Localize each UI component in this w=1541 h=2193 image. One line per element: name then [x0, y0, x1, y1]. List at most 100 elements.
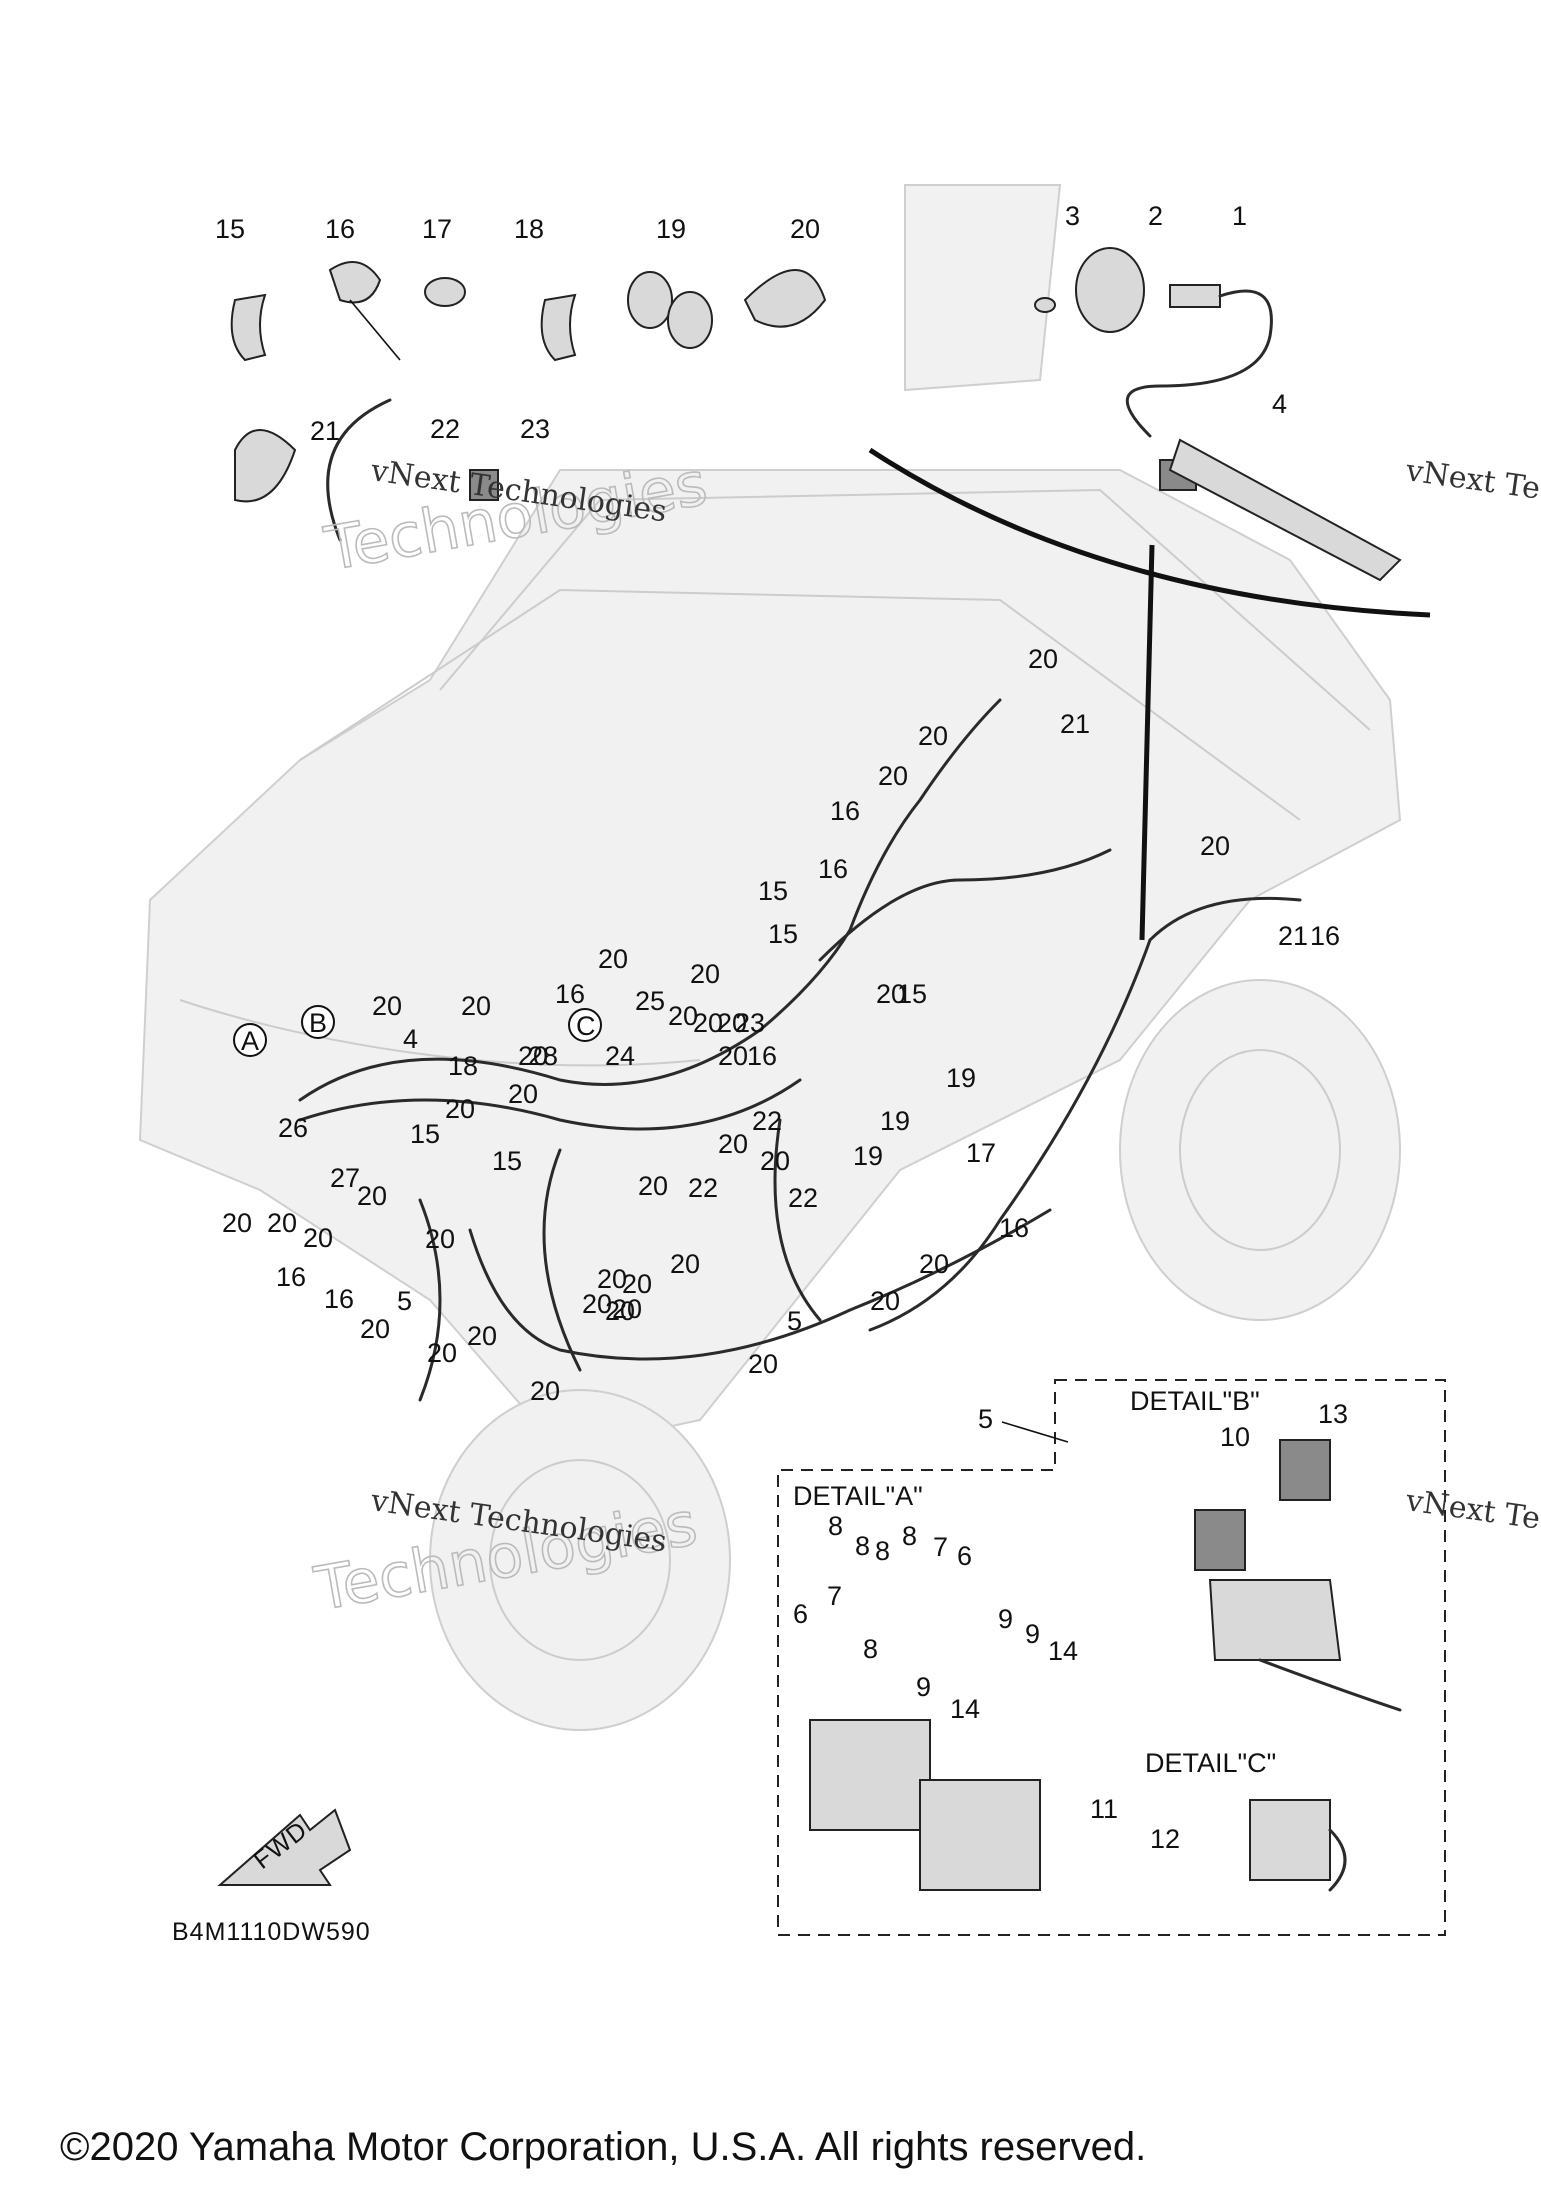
harness-part-number-1: 20 — [918, 721, 948, 751]
harness-part-number-66: 20 — [748, 1349, 778, 1379]
detail-b-title: DETAIL"B" — [1130, 1386, 1260, 1416]
harness-part-number-4: 16 — [830, 796, 860, 826]
harness-part-number-24: 20 — [668, 1001, 698, 1031]
harness-part-number-40: 20 — [638, 1171, 668, 1201]
main-harness-wires — [298, 698, 1302, 1402]
detail-part-number-15: 9 — [916, 1672, 931, 1702]
harness-part-number-7: 16 — [818, 854, 848, 884]
harness-part-number-37: 22 — [688, 1173, 718, 1203]
top-part-number-8: 23 — [520, 414, 550, 444]
top-part-number-3: 18 — [514, 214, 544, 244]
top-part-number-7: 22 — [430, 414, 460, 444]
harness-part-number-17: 23 — [735, 1008, 765, 1038]
harness-part-number-67: 20 — [605, 1296, 635, 1326]
top-part-number-6: 21 — [310, 416, 340, 446]
harness-part-number-11: 21 — [1278, 921, 1308, 951]
harness-part-number-33: 17 — [966, 1138, 996, 1168]
harness-part-number-47: 20 — [357, 1181, 387, 1211]
harness-part-number-23: 20 — [718, 1041, 748, 1071]
detail-part-number-16: 14 — [950, 1694, 980, 1724]
sensor-inset — [868, 184, 1431, 941]
harness-part-number-56: 20 — [467, 1321, 497, 1351]
harness-part-number-49: 20 — [267, 1208, 297, 1238]
harness-part-number-16: 20 — [717, 1008, 747, 1038]
copyright-notice: ©2020 Yamaha Motor Corporation, U.S.A. A… — [60, 2125, 1146, 2169]
harness-part-number-20: 25 — [635, 986, 665, 1016]
harness-part-number-64: 20 — [919, 1249, 949, 1279]
harness-part-number-29: 20 — [461, 991, 491, 1021]
detail-part-number-1: 10 — [1220, 1422, 1250, 1452]
harness-part-number-3: 20 — [878, 761, 908, 791]
detail-c-title: DETAIL"C" — [1145, 1748, 1276, 1778]
watermark-text-4: vNext Tec — [1403, 1483, 1541, 1539]
harness-part-number-19: 16 — [747, 1041, 777, 1071]
harness-part-number-35: 22 — [788, 1183, 818, 1213]
detail-part-number-6: 8 — [902, 1521, 917, 1551]
harness-part-number-45: 26 — [278, 1113, 308, 1143]
harness-part-number-42: 15 — [492, 1146, 522, 1176]
harness-part-number-65: 20 — [870, 1286, 900, 1316]
top-part-number-2: 17 — [422, 214, 452, 244]
detail-part-number-3: 8 — [828, 1511, 843, 1541]
harness-part-number-48: 20 — [222, 1208, 252, 1238]
harness-part-number-51: 20 — [425, 1224, 455, 1254]
callout-b: B — [309, 1008, 327, 1038]
detail-part-number-0: 5 — [978, 1404, 993, 1434]
detail-part-number-13: 9 — [1025, 1619, 1040, 1649]
top-part-number-0: 15 — [215, 214, 245, 244]
harness-part-number-54: 5 — [397, 1286, 412, 1316]
harness-part-number-52: 16 — [276, 1262, 306, 1292]
detail-part-number-10: 7 — [827, 1581, 842, 1611]
harness-part-number-50: 20 — [303, 1223, 333, 1253]
harness-part-number-28: 20 — [372, 991, 402, 1021]
harness-part-number-44: 20 — [508, 1079, 538, 1109]
harness-part-number-18: 15 — [897, 979, 927, 1009]
harness-part-number-34: 16 — [999, 1213, 1029, 1243]
detail-part-number-11: 8 — [863, 1634, 878, 1664]
harness-part-number-6: 15 — [758, 876, 788, 906]
detail-part-number-14: 14 — [1048, 1636, 1078, 1666]
detail-part-number-4: 8 — [855, 1531, 870, 1561]
detail-part-number-9: 6 — [793, 1599, 808, 1629]
harness-part-number-10: 20 — [876, 979, 906, 1009]
harness-part-number-32: 19 — [853, 1141, 883, 1171]
harness-part-number-21: 24 — [605, 1041, 635, 1071]
harness-part-number-31: 19 — [880, 1106, 910, 1136]
harness-part-number-53: 16 — [324, 1284, 354, 1314]
harness-part-number-14: 16 — [555, 979, 585, 1009]
inset-part-number-3: 4 — [1272, 389, 1287, 419]
top-part-number-5: 20 — [790, 214, 820, 244]
inset-part-number-2: 1 — [1232, 201, 1247, 231]
harness-part-number-27: 18 — [448, 1051, 478, 1081]
harness-part-number-43: 20 — [445, 1094, 475, 1124]
harness-part-number-13: 20 — [690, 959, 720, 989]
harness-part-number-9: 15 — [768, 919, 798, 949]
inset-part-numbers: 3 2 1 4 — [1065, 201, 1287, 419]
harness-part-number-30: 19 — [946, 1063, 976, 1093]
fwd-arrow-icon: FWD — [217, 1808, 352, 1886]
detail-part-number-18: 12 — [1150, 1824, 1180, 1854]
callout-a: A — [241, 1026, 259, 1056]
inset-part-number-1: 2 — [1148, 201, 1163, 231]
diagram-code: B4M1110DW590 — [172, 1918, 371, 1946]
detail-part-number-8: 6 — [957, 1541, 972, 1571]
harness-part-number-5: 20 — [1200, 831, 1230, 861]
harness-part-number-46: 27 — [330, 1163, 360, 1193]
detail-part-number-2: 13 — [1318, 1399, 1348, 1429]
harness-part-number-26: 4 — [403, 1024, 418, 1054]
top-part-number-1: 16 — [325, 214, 355, 244]
harness-part-number-8: 16 — [1310, 921, 1340, 951]
callout-c: C — [576, 1011, 596, 1041]
harness-part-number-2: 21 — [1060, 709, 1090, 739]
detail-part-number-7: 7 — [933, 1532, 948, 1562]
inset-part-number-0: 3 — [1065, 201, 1080, 231]
harness-part-number-62: 20 — [670, 1249, 700, 1279]
detail-boxes: DETAIL"B" DETAIL"A" DETAIL"C" — [777, 1379, 1446, 1936]
detail-a-title: DETAIL"A" — [793, 1481, 923, 1511]
clamps-and-bands-row — [230, 261, 827, 542]
detail-part-number-5: 8 — [875, 1536, 890, 1566]
